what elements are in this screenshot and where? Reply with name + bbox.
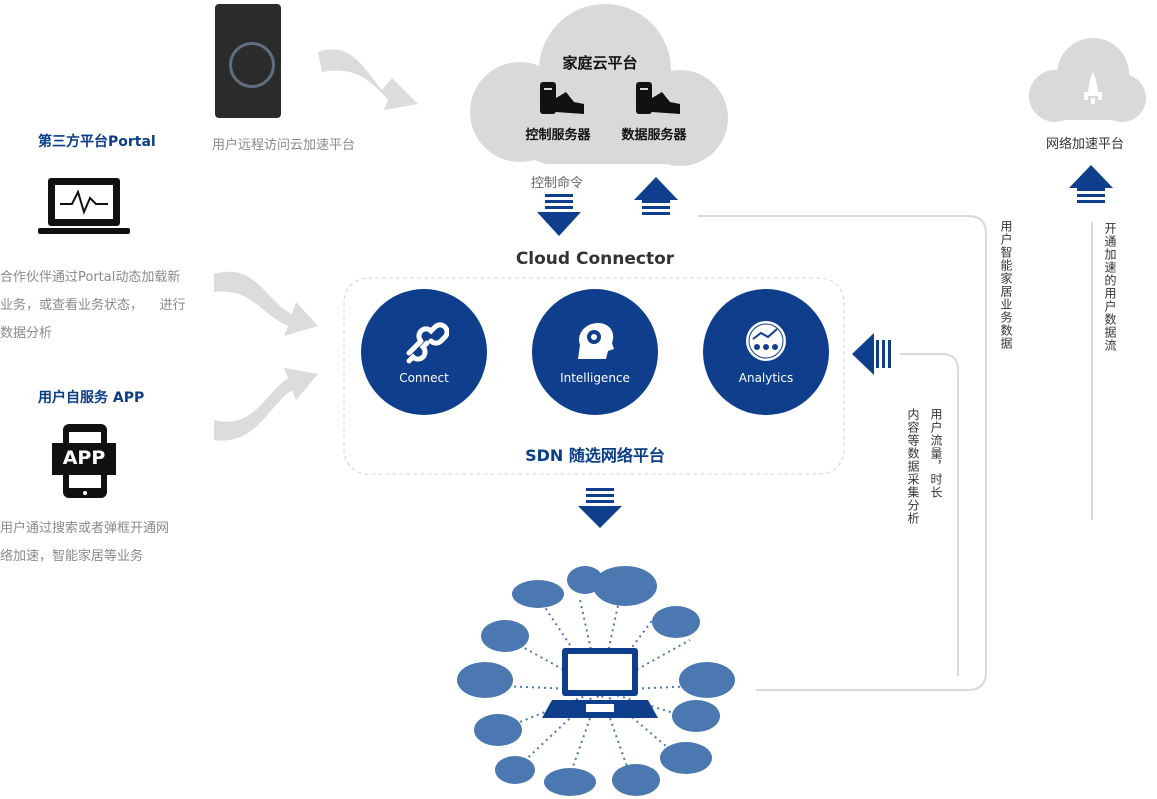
curved-arrow-top bbox=[318, 49, 418, 110]
open-accel-data-label: 开通加速的用户数据流 bbox=[1103, 222, 1117, 352]
down-arrow-devices bbox=[578, 488, 622, 528]
module-intelligence-label: Intelligence bbox=[560, 371, 630, 385]
portal-desc-line: 业务，或查看业务状态， 进行 bbox=[0, 298, 186, 313]
analytics-icon bbox=[746, 321, 786, 361]
data-server-label: 数据服务器 bbox=[621, 128, 687, 143]
app-icon-label: APP bbox=[62, 447, 106, 469]
curved-arrow-portal bbox=[214, 271, 318, 336]
outer-connector-line bbox=[698, 215, 987, 691]
curved-arrow-app bbox=[214, 368, 318, 441]
portal-title: 第三方平台Portal bbox=[38, 134, 156, 150]
control-server-icon bbox=[540, 82, 584, 114]
up-arrow-data bbox=[634, 177, 678, 215]
portal-desc-line: 合作伙伴通过Portal动态加载新 bbox=[0, 270, 181, 285]
app-desc: 用户通过搜索或者弹框开通网 络加速，智能家居等业务 bbox=[0, 515, 169, 571]
app-title: 用户自服务 APP bbox=[38, 390, 145, 406]
sdn-platform-title: SDN 随选网络平台 bbox=[525, 446, 665, 465]
traffic-label-2: 内容等数据采集分析 bbox=[906, 408, 920, 525]
left-arrow-analytics bbox=[852, 333, 891, 375]
connector-title: Cloud Connector bbox=[515, 249, 675, 269]
phone-dial bbox=[229, 42, 275, 88]
tablet-icon bbox=[52, 424, 116, 498]
portal-desc: 合作伙伴通过Portal动态加载新 业务，或查看业务状态， 进行 数据分析 bbox=[0, 264, 186, 348]
module-analytics: Analytics bbox=[703, 289, 829, 415]
up-arrow-accel bbox=[1069, 165, 1113, 203]
module-analytics-label: Analytics bbox=[738, 371, 794, 385]
home-cloud-title: 家庭云平台 bbox=[562, 54, 638, 72]
module-connect-label: Connect bbox=[399, 371, 449, 385]
smart-home-data-label: 用户智能家居业务数据 bbox=[999, 220, 1013, 350]
portal-desc-line: 数据分析 bbox=[0, 326, 53, 341]
module-connect: Connect bbox=[361, 289, 487, 415]
device-clouds bbox=[457, 566, 735, 796]
down-arrow-command bbox=[537, 194, 581, 236]
accel-platform-title: 网络加速平台 bbox=[1046, 137, 1125, 152]
rocket-icon bbox=[1084, 72, 1102, 104]
module-intelligence: Intelligence bbox=[532, 289, 658, 415]
control-server-label: 控制服务器 bbox=[525, 128, 591, 143]
central-laptop-icon bbox=[542, 648, 658, 718]
accel-cloud-shape bbox=[1029, 38, 1146, 122]
control-command-label: 控制命令 bbox=[531, 176, 584, 191]
laptop-icon bbox=[38, 178, 130, 234]
remote-access-text: 用户远程访问云加速平台 bbox=[212, 138, 356, 153]
head-gear-icon bbox=[578, 323, 614, 359]
app-desc-line: 用户通过搜索或者弹框开通网 bbox=[0, 521, 170, 536]
sdn-dashed-box bbox=[343, 277, 845, 475]
data-server-icon bbox=[636, 82, 680, 114]
traffic-label-1: 用户流量，时长 bbox=[929, 408, 943, 499]
app-desc-line: 络加速，智能家居等业务 bbox=[0, 549, 144, 564]
link-icon bbox=[406, 322, 449, 364]
phone-screenshot bbox=[215, 4, 281, 118]
inner-connector-line bbox=[900, 353, 959, 676]
